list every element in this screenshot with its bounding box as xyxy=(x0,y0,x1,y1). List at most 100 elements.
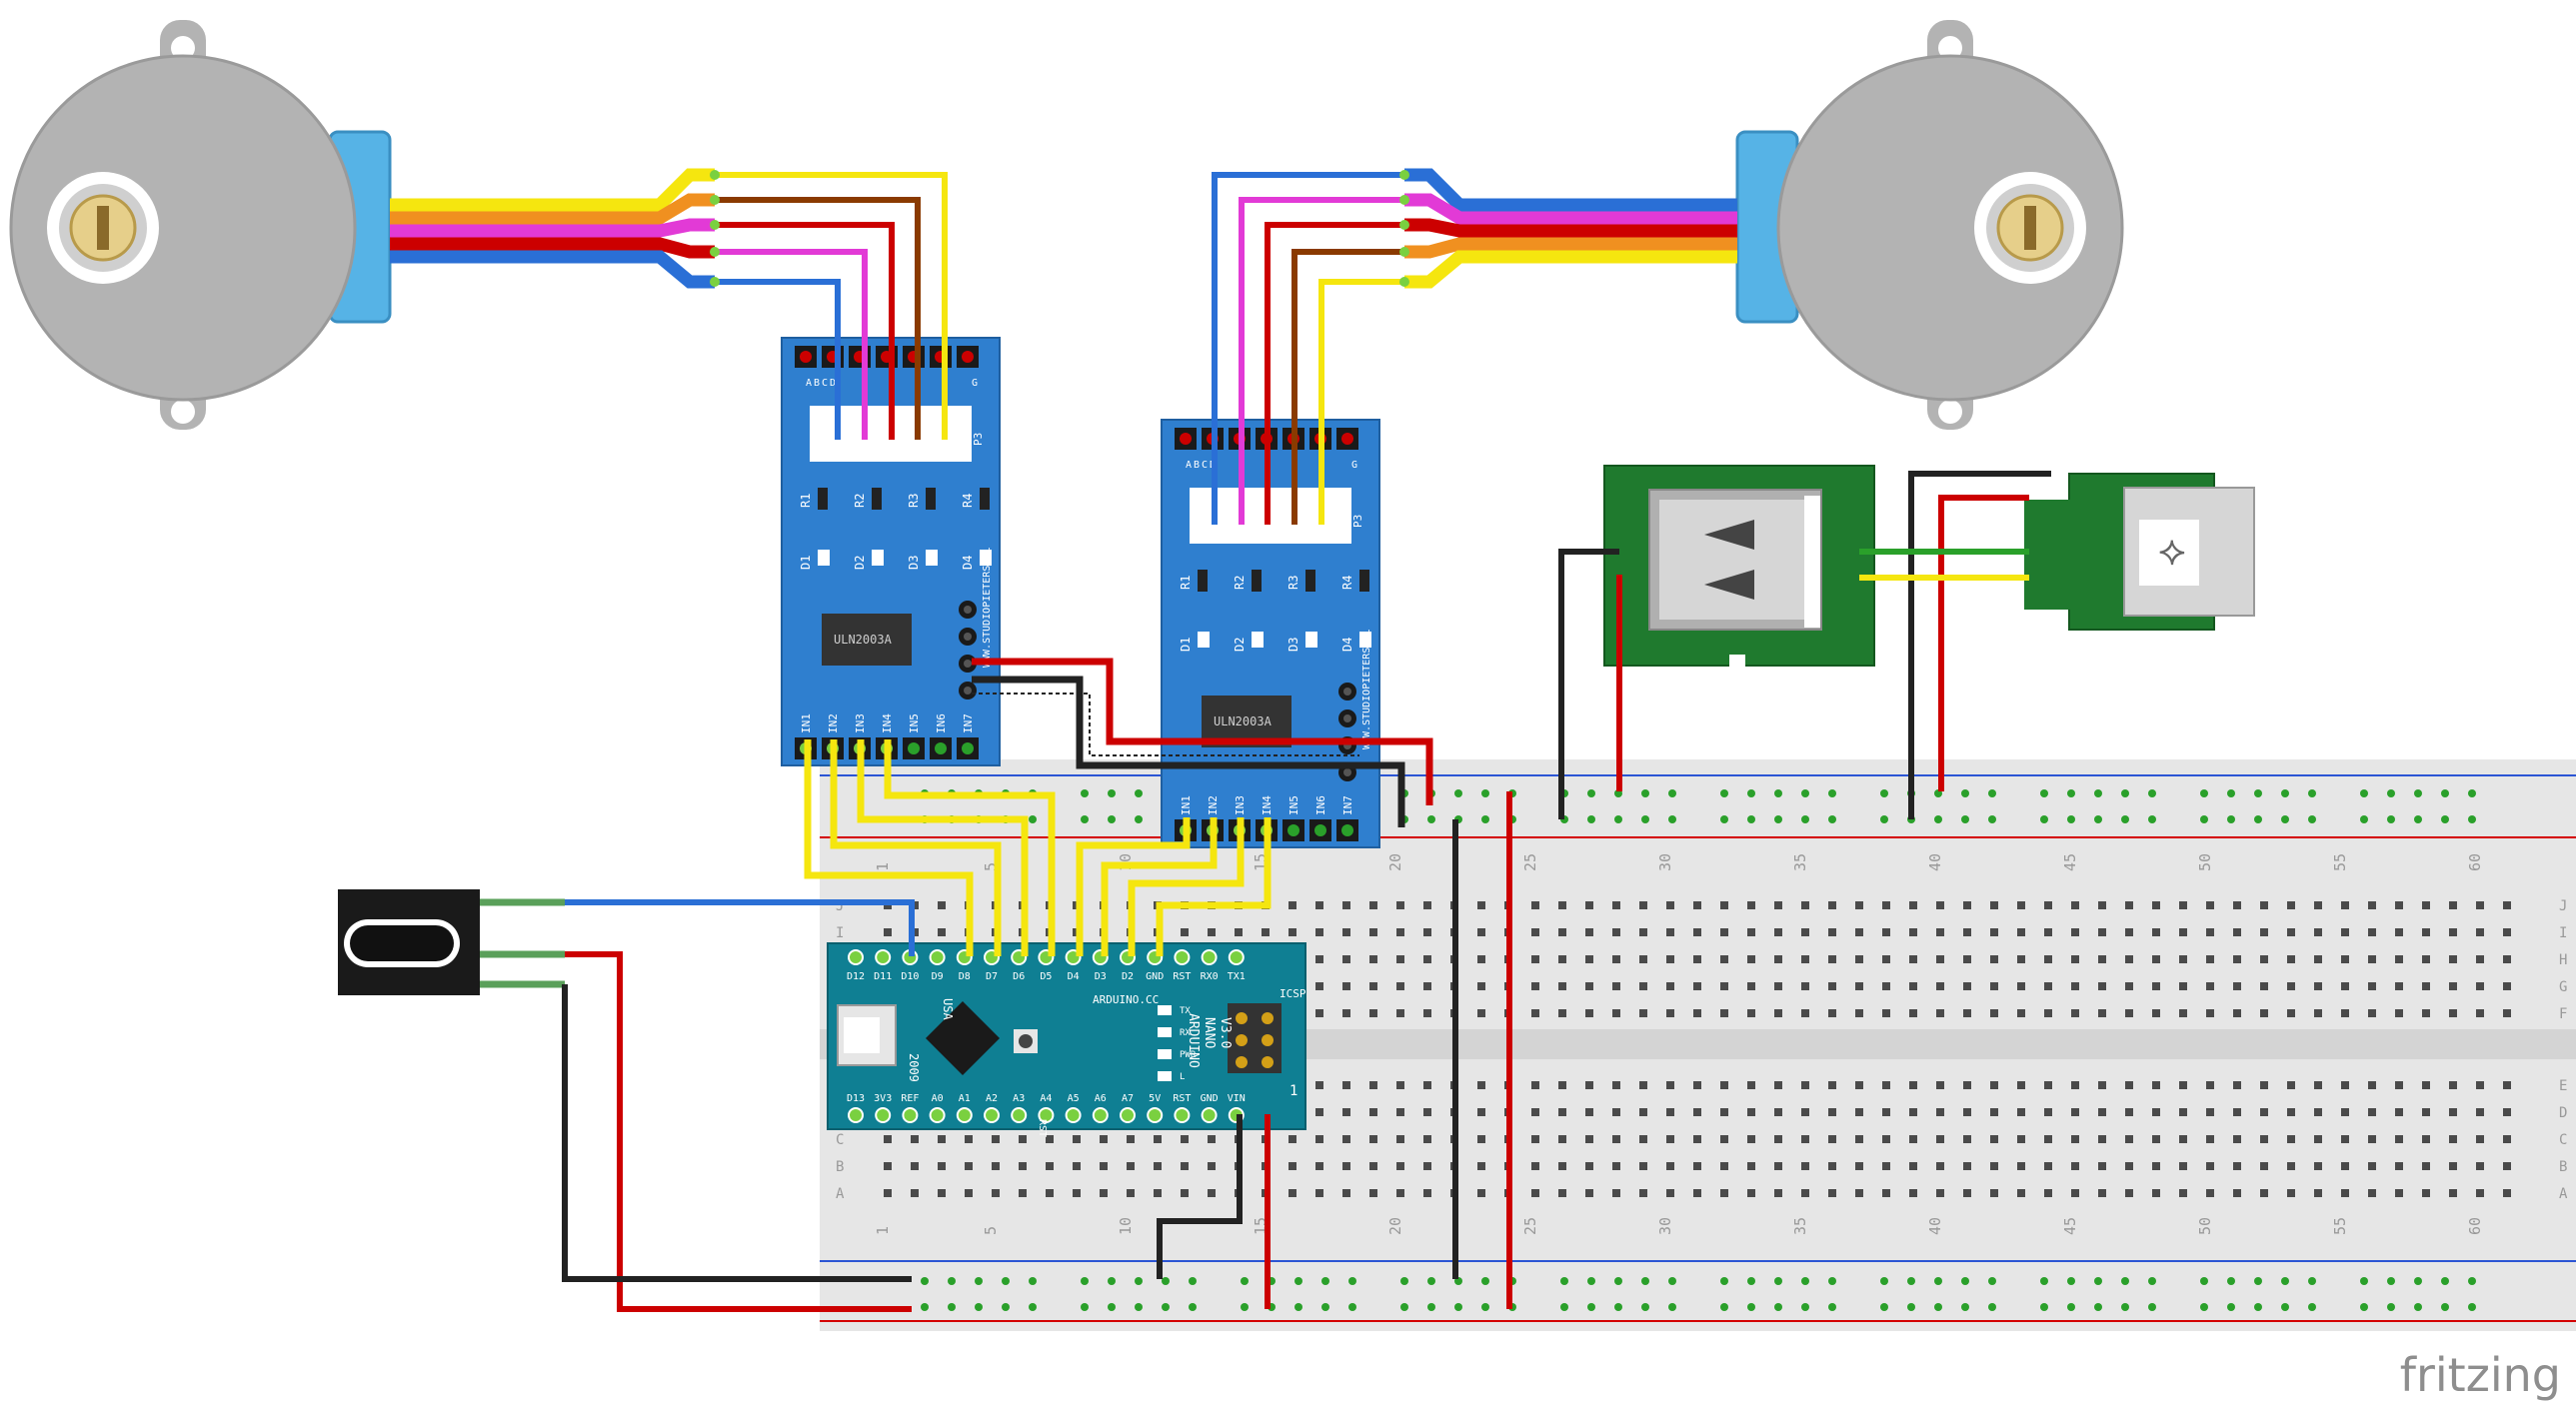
breadboard-hole xyxy=(2233,901,2241,909)
input-label: IN6 xyxy=(1314,795,1327,815)
driver-gnd-wire-black xyxy=(972,676,1405,827)
rail-hole xyxy=(1747,1303,1755,1311)
breadboard-hole xyxy=(2233,1135,2241,1143)
breadboard-hole xyxy=(2206,1135,2214,1143)
breadboard-hole xyxy=(2206,1009,2214,1017)
rail-hole xyxy=(1720,789,1728,797)
nano-top-pin-label: GND xyxy=(1146,971,1164,982)
column-number: 45 xyxy=(2061,853,2079,871)
breadboard-hole xyxy=(1639,901,1647,909)
header-pin-dot xyxy=(1180,433,1192,445)
breadboard-hole xyxy=(2233,1108,2241,1116)
rail-hole xyxy=(2094,1303,2102,1311)
breadboard-hole xyxy=(1774,955,1782,963)
rail-hole xyxy=(1135,789,1143,797)
breadboard-hole xyxy=(2017,1081,2025,1089)
led-label: D1 xyxy=(799,556,813,570)
rail-hole xyxy=(2254,789,2262,797)
nano-country: USA xyxy=(941,998,955,1020)
breadboard-hole xyxy=(1909,928,1917,936)
rail-hole xyxy=(1002,1277,1010,1285)
breadboard-hole xyxy=(1585,1009,1593,1017)
breadboard-hole xyxy=(2503,1135,2511,1143)
breadboard-hole xyxy=(2260,955,2268,963)
breadboard-hole xyxy=(2017,1162,2025,1170)
rail-hole xyxy=(1641,1277,1649,1285)
stepper-motor-left xyxy=(9,20,392,430)
breadboard-hole xyxy=(1693,1189,1701,1197)
row-letter: F xyxy=(2559,1006,2567,1022)
nano-brand: ARDUINO.CC xyxy=(1093,993,1159,1006)
breadboard-hole xyxy=(1154,1135,1162,1143)
breadboard-hole xyxy=(1585,928,1593,936)
resistor-label: R1 xyxy=(1179,576,1193,590)
rail-hole xyxy=(1801,1303,1809,1311)
breadboard-hole xyxy=(1369,1108,1377,1116)
rail-hole xyxy=(1587,789,1595,797)
rail-hole xyxy=(1907,1277,1915,1285)
rail-hole xyxy=(1481,815,1489,823)
input-label: IN1 xyxy=(1180,795,1193,815)
breadboard-hole xyxy=(2314,1009,2322,1017)
breadboard-hole xyxy=(2071,1009,2079,1017)
nano-pin1-label: 1 xyxy=(1289,1083,1297,1099)
studiopieters-label: WWW.STUDIOPIETERS.NL xyxy=(982,548,993,668)
breadboard-hole xyxy=(1693,1108,1701,1116)
rail-hole xyxy=(1961,1303,1969,1311)
nano-led-label: TX xyxy=(1180,1006,1191,1016)
nano-top-pin-label: D9 xyxy=(932,971,944,982)
rail-hole xyxy=(2121,1277,2129,1285)
breadboard-hole xyxy=(2368,1009,2376,1017)
rail-hole xyxy=(2227,815,2235,823)
nano-icsp-label: ICSP xyxy=(1280,987,1306,1000)
resistor xyxy=(1252,570,1262,592)
breadboard-hole xyxy=(2206,1108,2214,1116)
input-label: IN2 xyxy=(1207,795,1220,815)
column-number: 5 xyxy=(982,1226,1000,1235)
breadboard-hole xyxy=(1855,901,1863,909)
row-letter: I xyxy=(2559,925,2567,941)
header-label: G xyxy=(972,378,978,389)
breadboard-hole xyxy=(911,1162,919,1170)
nano-bottom-pin xyxy=(1120,1107,1136,1123)
breadboard-hole xyxy=(2395,1108,2403,1116)
column-number: 20 xyxy=(1386,853,1404,871)
rail-hole xyxy=(1400,1277,1408,1285)
breadboard-hole xyxy=(2368,1189,2376,1197)
breadboard-hole xyxy=(1936,1162,1944,1170)
breadboard-hole xyxy=(2368,1108,2376,1116)
rail-hole xyxy=(2281,789,2289,797)
breadboard-hole xyxy=(2071,1189,2079,1197)
breadboard-hole xyxy=(1154,1162,1162,1170)
breadboard-hole xyxy=(2422,928,2430,936)
rail-hole xyxy=(2227,1277,2235,1285)
nano-bottom-pin-label: VIN xyxy=(1228,1093,1246,1104)
driver-link-dashed xyxy=(972,693,1359,756)
rail-hole xyxy=(1081,789,1089,797)
breadboard-hole xyxy=(1747,955,1755,963)
breadboard-hole xyxy=(1963,901,1971,909)
breadboard-hole xyxy=(1882,901,1890,909)
breadboard-hole xyxy=(2368,1135,2376,1143)
rail-hole xyxy=(1934,1303,1942,1311)
breadboard-hole xyxy=(1073,1189,1081,1197)
breadboard-hole xyxy=(1693,1081,1701,1089)
breadboard-hole xyxy=(1693,1135,1701,1143)
breadboard-hole xyxy=(1909,1162,1917,1170)
breadboard-hole xyxy=(1774,1081,1782,1089)
breadboard-hole xyxy=(2152,955,2160,963)
breadboard-hole xyxy=(1828,1162,1836,1170)
breadboard-hole xyxy=(1046,1162,1054,1170)
breadboard-hole xyxy=(2314,1081,2322,1089)
chip-label: ULN2003A xyxy=(1214,714,1273,728)
rail-hole xyxy=(1108,815,1116,823)
breadboard-hole xyxy=(1882,928,1890,936)
rail-hole xyxy=(1934,1277,1942,1285)
breadboard-hole xyxy=(1909,982,1917,990)
breadboard-hole xyxy=(938,1189,946,1197)
nano-model-line-1: ARDUINO xyxy=(1186,1013,1201,1068)
breadboard-hole xyxy=(1909,1135,1917,1143)
breadboard-hole xyxy=(1882,1108,1890,1116)
nano-top-pin-label: D10 xyxy=(901,971,919,982)
breadboard-hole xyxy=(1585,982,1593,990)
